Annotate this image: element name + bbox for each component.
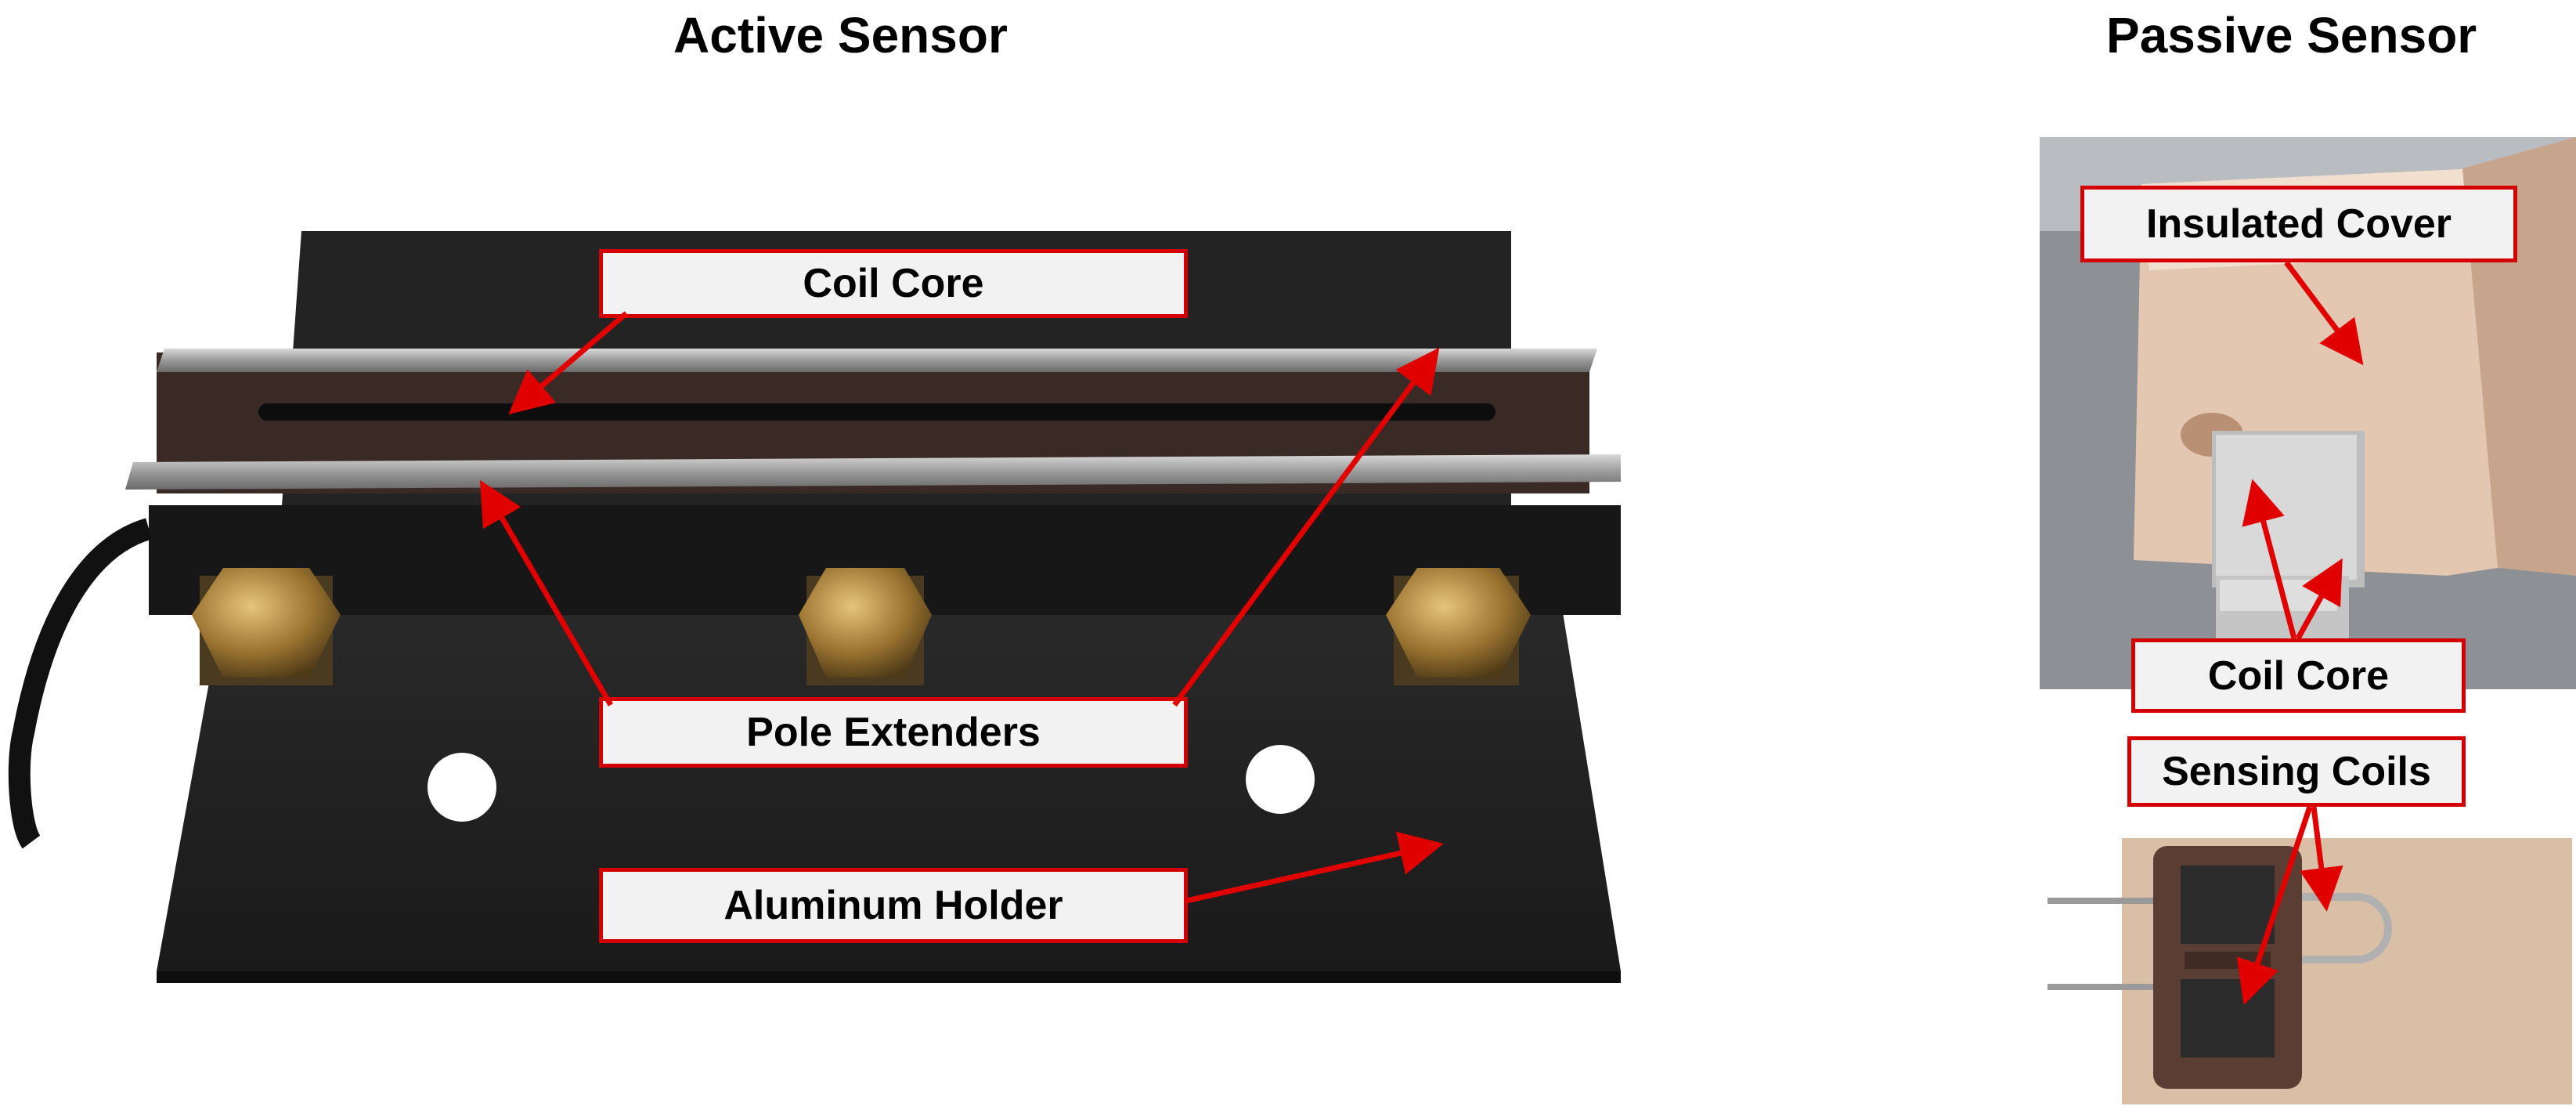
insulated-cover-label: Insulated Cover (2080, 186, 2517, 262)
aluminum-holder-label: Aluminum Holder (599, 868, 1188, 943)
sensing-coils-photo (2044, 822, 2576, 1106)
passive-coil-core-label: Coil Core (2131, 638, 2466, 713)
coil-core-label: Coil Core (599, 249, 1188, 318)
pole-extenders-label: Pole Extenders (599, 697, 1188, 768)
passive-sensor-title: Passive Sensor (2106, 7, 2477, 63)
sensing-coils-label: Sensing Coils (2127, 736, 2466, 807)
active-sensor-title: Active Sensor (673, 7, 1008, 63)
